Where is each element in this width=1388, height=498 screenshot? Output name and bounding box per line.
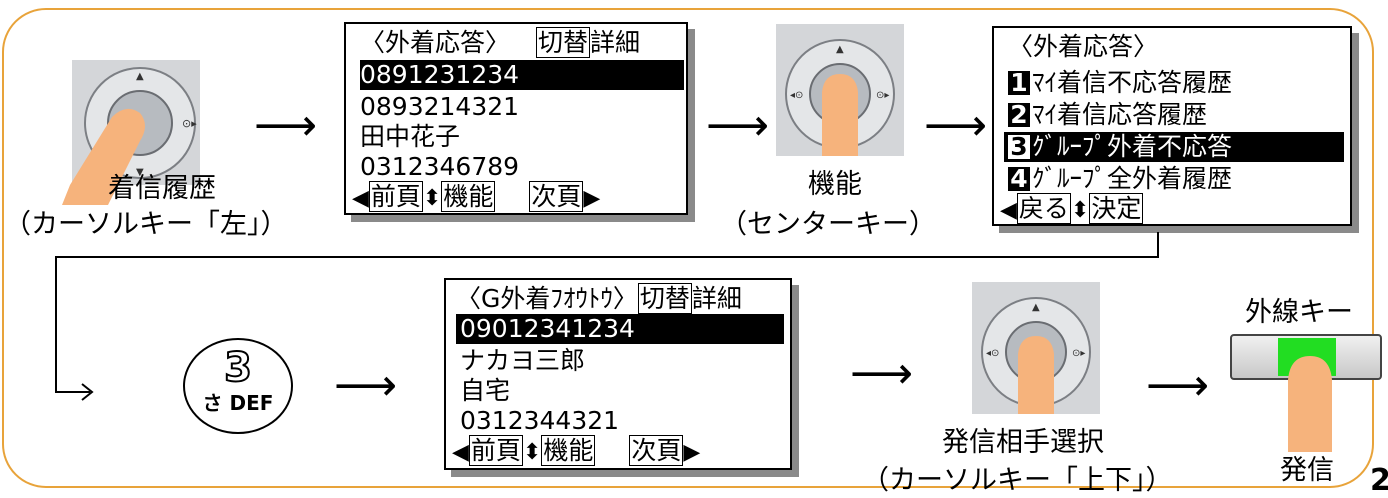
outside-line-key-label: 外線キー [1245,297,1353,328]
next-arrow-icon: ▶ [683,440,701,465]
screen1-row-selected[interactable]: 0891231234 [360,60,684,90]
dial-key-digit: 3 [223,345,253,391]
screen1-detail-label: 詳細 [589,28,640,57]
screen2-footer: ◀戻る⬍決定 [1000,193,1144,226]
svg-text:▲: ▲ [1032,302,1040,313]
step-dial-caption: 発信 [1280,455,1334,486]
step-select-party-subcaption: （カーソルキー「上下」） [862,465,1173,496]
menu-item-number: 2 [1008,102,1030,127]
screen1-next-softkey[interactable]: 次頁 [529,181,584,212]
menu-item-label: ｸﾞﾙｰﾌﾟ全外着履歴 [1032,164,1233,193]
menu-item-number: 1 [1008,70,1030,95]
flow-arrow-5: ⟶ [850,348,914,399]
svg-text:◂⊙: ◂⊙ [790,90,803,101]
step-history-subcaption: （カーソルキー「左」） [4,209,288,240]
screen3-next-softkey[interactable]: 次頁 [629,435,684,466]
step-function-caption: 機能 [808,169,862,200]
svg-text:▲: ▲ [836,44,844,55]
screen3-footer: ◀前頁⬍機能 次頁▶ [452,435,701,468]
screen2-ok-softkey[interactable]: 決定 [1089,193,1144,224]
screen1-header: 〈外着応答〉 切替詳細 [360,27,640,58]
flow-frame [2,8,1374,488]
prev-arrow-icon: ◀ [352,186,369,211]
step-select-party-caption: 発信相手選択 [942,427,1104,458]
flow-arrow-4: ⟶ [334,360,398,411]
svg-text:▼: ▼ [136,167,144,178]
page-number: 2 [1370,463,1388,498]
flow-arrow-2: ⟶ [706,100,770,151]
svg-text:⊙▸: ⊙▸ [1072,348,1085,359]
finger-press-icon [1288,356,1332,452]
screen3-row[interactable]: ナカヨ三郎 [460,346,586,375]
screen-group-unanswered-list: 〈G外着ﾌｵｳﾄｳ〉切替詳細 09012341234 ナカヨ三郎 自宅 0312… [444,278,792,470]
screen3-row[interactable]: 自宅 [460,376,511,405]
flow-arrow-1: ⟶ [254,100,318,151]
screen1-title: 〈外着応答〉 [360,28,511,57]
menu-item-label: ｸﾞﾙｰﾌﾟ外着不応答 [1032,132,1233,161]
menu-item-label: ﾏｲ着信応答履歴 [1032,100,1208,129]
updown-arrow-icon: ⬍ [1070,198,1090,223]
screen3-row-selected[interactable]: 09012341234 [456,314,784,344]
step-function-subcaption: （センターキー） [720,209,936,240]
updown-arrow-icon: ⬍ [422,186,442,211]
screen3-prev-softkey[interactable]: 前頁 [468,435,523,466]
screen3-func-softkey[interactable]: 機能 [541,435,596,466]
screen1-prev-softkey[interactable]: 前頁 [368,181,423,212]
screen1-row[interactable]: 0312346789 [360,152,520,181]
screen2-title: 〈外着応答〉 [1008,32,1159,61]
screen3-header: 〈G外着ﾌｵｳﾄｳ〉切替詳細 [456,283,742,314]
prev-arrow-icon: ◀ [452,440,469,465]
screen1-row[interactable]: 田中花子 [360,122,461,151]
screen3-switch-softkey[interactable]: 切替 [637,283,692,314]
screen3-detail-label: 詳細 [691,284,742,313]
screen3-title: 〈G外着ﾌｵｳﾄｳ〉 [456,284,638,313]
svg-text:⊙▸: ⊙▸ [182,117,197,130]
screen1-func-softkey[interactable]: 機能 [441,181,496,212]
screen1-row[interactable]: 0893214321 [360,92,520,121]
menu-item-number: 4 [1008,166,1030,191]
svg-text:⊙▸: ⊙▸ [876,90,889,101]
svg-text:▲: ▲ [136,71,144,82]
screen1-footer: ◀前頁⬍機能 次頁▶ [352,181,601,214]
svg-text:◂⊙: ◂⊙ [986,348,999,359]
cursor-key-left-icon: ▲ ▼ ⊙▸ [62,67,197,205]
dial-key-letters: さ DEF [202,391,274,415]
menu-item-label: ﾏｲ着信不応答履歴 [1032,68,1233,97]
screen-external-answer-list: 〈外着応答〉 切替詳細 0891231234 0893214321 田中花子 0… [344,22,688,215]
dial-key-3[interactable]: 3 さ DEF [183,338,293,434]
back-arrow-icon: ◀ [1000,198,1017,223]
cursor-key-updown-icon: ▲ ◂⊙ ⊙▸ [981,297,1091,414]
flow-arrow-6: ⟶ [1146,360,1210,411]
menu-item-number: 3 [1008,134,1030,159]
next-arrow-icon: ▶ [583,186,601,211]
screen3-row[interactable]: 0312344321 [460,406,620,435]
step-history-caption: 着信履歴 [108,173,216,204]
center-key-icon: ▲ ◂⊙ ⊙▸ [785,39,895,156]
updown-arrow-icon: ⬍ [522,440,542,465]
screen1-switch-softkey[interactable]: 切替 [535,27,590,58]
screen2-back-softkey[interactable]: 戻る [1016,193,1071,224]
flow-arrow-3: ⟶ [924,100,988,151]
